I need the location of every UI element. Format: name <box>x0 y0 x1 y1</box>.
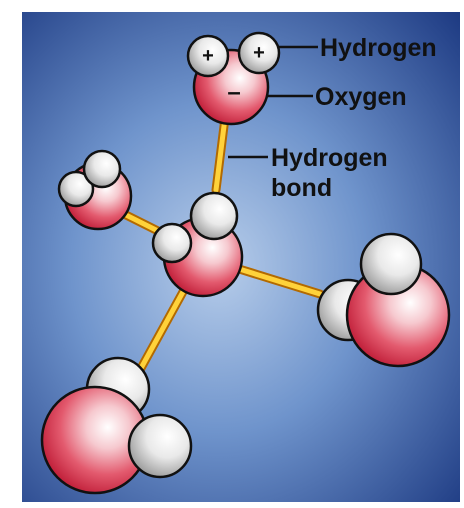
hydrogen-atom <box>359 232 423 296</box>
hydrogen-bond-right <box>231 263 325 299</box>
hydrogen-atom <box>151 222 193 264</box>
hydrogen-bond-label-line2: bond <box>271 174 332 202</box>
hydrogen-atom <box>127 413 193 479</box>
oxygen-label: Oxygen <box>315 83 407 111</box>
leader-lines <box>228 45 318 159</box>
hydrogen-atom <box>82 149 122 189</box>
hydrogen-atom <box>57 170 95 208</box>
hydrogen-label: Hydrogen <box>320 34 437 62</box>
hydrogen-atom <box>237 31 281 75</box>
hydrogen-bond-top <box>211 113 230 195</box>
hydrogen-bonds <box>107 113 325 375</box>
hydrogen-atom <box>189 191 239 241</box>
positive-charge-sign: + <box>253 42 265 64</box>
positive-charge-sign: + <box>202 45 214 67</box>
water-molecule-top: + + – <box>186 31 281 126</box>
water-molecule-right <box>316 232 451 368</box>
water-molecule-left <box>57 149 133 231</box>
hydrogen-bond-label-line1: Hydrogen <box>271 144 388 172</box>
hydrogen-bond-bottom <box>135 285 189 375</box>
negative-charge-sign: – <box>227 79 240 106</box>
hydrogen-atom <box>186 34 230 78</box>
water-molecule-bottom <box>40 356 193 495</box>
water-molecule-center <box>151 191 244 298</box>
